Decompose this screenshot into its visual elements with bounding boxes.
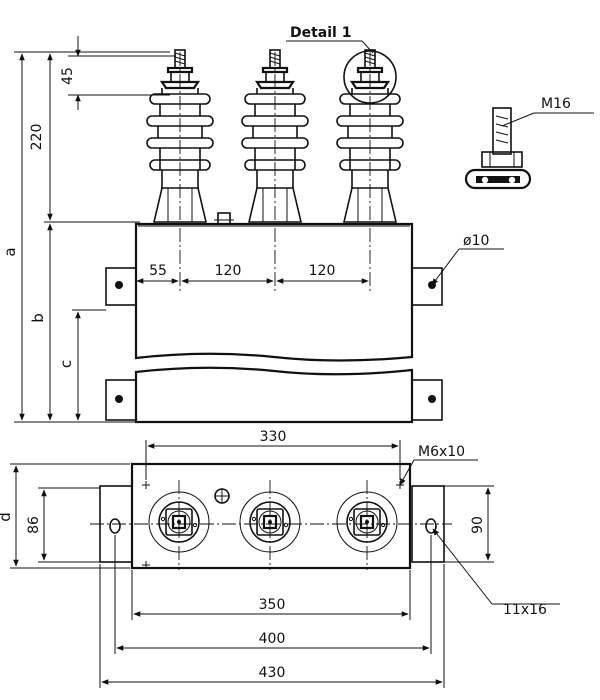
top-view <box>90 462 452 570</box>
slot-size-label: 11x16 <box>503 602 547 618</box>
body-length-label: 350 <box>259 597 286 613</box>
detail-1-label: Detail 1 <box>290 25 351 41</box>
top-view-dimensions: 330 M6x10 d 86 90 350 400 430 11x16 <box>0 429 560 688</box>
terminal-detail: M16 <box>464 96 594 190</box>
hole-size-label: ø10 <box>463 233 489 249</box>
stud-height-label: 45 <box>60 67 76 85</box>
bushing-height-label: 220 <box>29 124 45 151</box>
front-vertical-dimensions: 45 220 a b c <box>1 36 176 423</box>
bracket-span-label: 400 <box>259 631 286 647</box>
thread-size-label: M16 <box>541 96 571 112</box>
bushing-pitch-1-label: 120 <box>215 263 242 279</box>
height-a-label: a <box>1 247 19 256</box>
front-view <box>105 48 443 424</box>
tank-lower <box>134 366 414 424</box>
screw-size-label: M6x10 <box>418 444 465 460</box>
tank-upper <box>134 222 414 362</box>
overall-length-label: 430 <box>259 665 286 681</box>
mounting-bracket-upper-left <box>105 267 137 306</box>
hole-callout: ø10 <box>431 233 504 286</box>
bushing-pitch-2-label: 120 <box>309 263 336 279</box>
bushing-spacing-dimensions: 55 120 120 <box>136 263 369 284</box>
mounting-bracket-upper-right <box>411 267 443 306</box>
mounting-bracket-lower-right <box>411 379 443 421</box>
depth-d-label: d <box>0 512 14 522</box>
height-c-label: c <box>57 360 75 368</box>
top-length-label: 330 <box>260 429 287 445</box>
bracket-depth-label: 90 <box>470 516 486 534</box>
height-b-label: b <box>29 313 47 323</box>
inner-depth-label: 86 <box>26 516 42 534</box>
mounting-bracket-lower-left <box>105 379 137 421</box>
bushing-offset-label: 55 <box>149 263 167 279</box>
detail-1-callout: Detail 1 <box>286 25 397 104</box>
